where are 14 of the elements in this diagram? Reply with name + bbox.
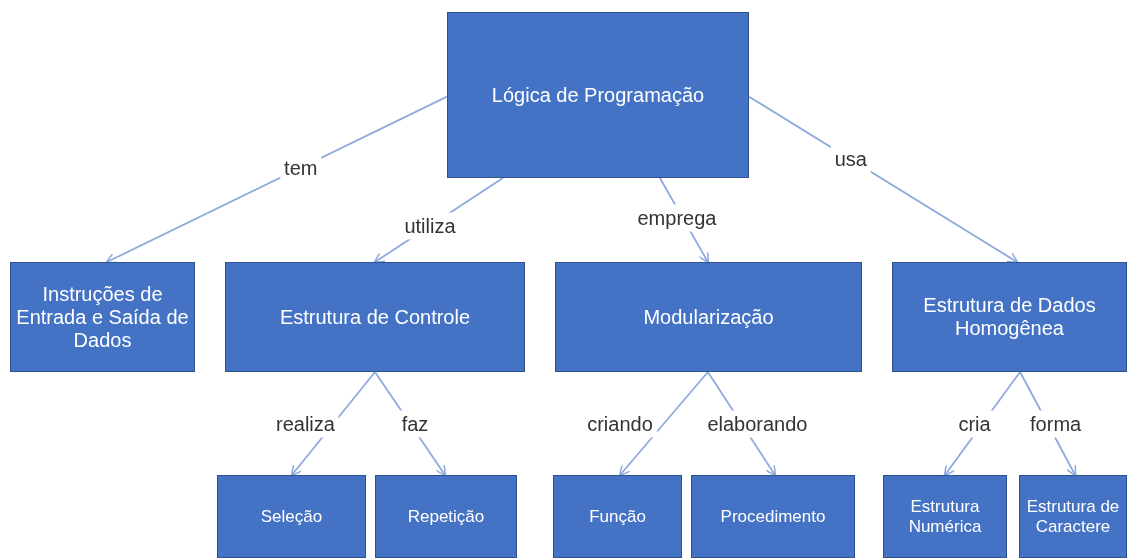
edge-label: usa xyxy=(830,146,871,173)
concept-box: Estrutura de Controle xyxy=(225,262,525,372)
concept-box: Repetição xyxy=(375,475,517,558)
concept-box: Lógica de Programação xyxy=(447,12,749,178)
arrow xyxy=(618,371,709,477)
concept-box: Instruções de Entrada e Saída de Dados xyxy=(10,262,195,372)
concept-box: Modularização xyxy=(555,262,862,372)
concept-box: Estrutura de Dados Homogênea xyxy=(892,262,1127,372)
concept-box: Estrutura Numérica xyxy=(883,475,1007,558)
concept-box: Função xyxy=(553,475,682,558)
edge-label: tem xyxy=(280,154,322,182)
concept-box: Seleção xyxy=(217,475,366,558)
concept-box: Estrutura de Caractere xyxy=(1019,475,1127,558)
concept-box: Procedimento xyxy=(691,475,855,558)
